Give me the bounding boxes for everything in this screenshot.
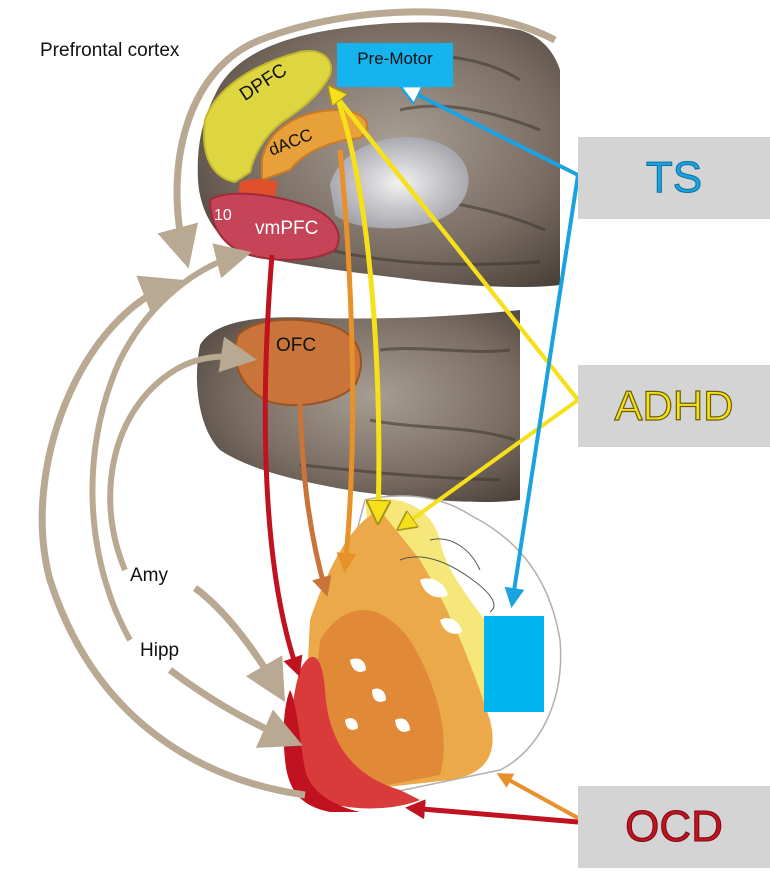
vmpfc-label: vmPFC [255,218,318,240]
hipp-label: Hipp [140,640,179,662]
premotor-box: Pre-Motor [337,43,453,87]
ocd-label: OCD [625,802,723,852]
amy-label: Amy [130,565,168,587]
adhd-box: ADHD [578,365,770,447]
premotor-label: Pre-Motor [357,49,433,69]
adhd-label: ADHD [614,382,733,430]
amy-to-striatum-arrow [195,588,278,690]
prefrontal-cortex-label: Prefrontal cortex [40,40,179,62]
ts-label: TS [646,153,702,203]
ocd-to-striatum-orange-arrow [500,775,578,818]
area10-label: 10 [214,207,232,225]
ts-target-block [484,616,544,712]
ts-box: TS [578,137,770,219]
ocd-box: OCD [578,786,770,868]
ofc-region [235,320,361,405]
ofc-label: OFC [276,335,316,357]
ocd-to-striatum-red-arrow [410,808,578,822]
